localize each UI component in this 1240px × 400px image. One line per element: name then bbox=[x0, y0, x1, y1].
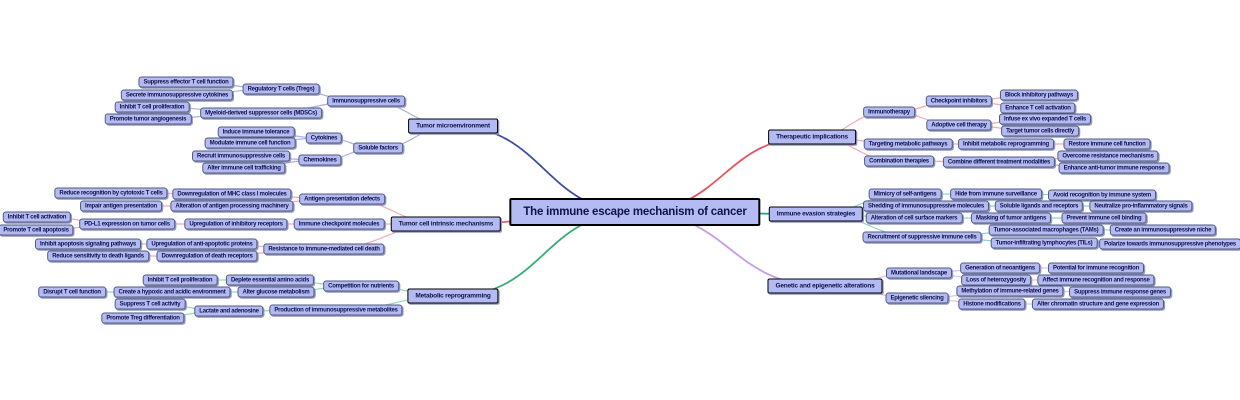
topic-node-tumor-microenvironment-14[interactable]: Alter immune cell trafficking bbox=[202, 162, 286, 174]
topic-node-tumor-microenvironment-11[interactable]: Modulate immune cell function bbox=[204, 137, 296, 149]
topic-node-therapeutic-implications-7[interactable]: Target tumor cells directly bbox=[1001, 125, 1079, 137]
topic-node-tumor-microenvironment-4[interactable]: Secrete immunosuppressive cytokines bbox=[120, 89, 234, 101]
topic-node-immune-evasion-strategies-6[interactable]: Neutralize pro-inflammatory signals bbox=[1089, 200, 1193, 212]
topic-node-therapeutic-implications-11[interactable]: Combination therapies bbox=[864, 155, 934, 167]
topic-node-immune-evasion-strategies-2[interactable]: Hide from immune surveillance bbox=[950, 188, 1042, 200]
topic-node-tumor-cell-intrinsic-mechanisms-15[interactable]: Reduce sensitivity to death ligands bbox=[47, 250, 149, 262]
topic-node-therapeutic-implications-14[interactable]: Enhance anti-tumor immune response bbox=[1058, 162, 1170, 174]
topic-node-immune-evasion-strategies-9[interactable]: Prevent immune cell binding bbox=[1061, 212, 1147, 224]
branch-node-tumor-cell-intrinsic-mechanisms[interactable]: Tumor cell intrinsic mechanisms bbox=[390, 216, 502, 232]
topic-node-tumor-cell-intrinsic-mechanisms-6[interactable]: Immune checkpoint molecules bbox=[293, 218, 385, 230]
topic-node-tumor-microenvironment-9[interactable]: Cytokines bbox=[305, 132, 343, 144]
topic-node-immune-evasion-strategies-1[interactable]: Mimicry of self-antigens bbox=[868, 188, 942, 200]
topic-node-tumor-cell-intrinsic-mechanisms-13[interactable]: Inhibit apoptosis signaling pathways bbox=[34, 238, 142, 250]
topic-node-metabolic-reprogramming-9[interactable]: Suppress T cell activity bbox=[114, 298, 186, 310]
topic-node-tumor-microenvironment-13[interactable]: Recruit immunosuppressive cells bbox=[192, 150, 290, 162]
topic-node-tumor-cell-intrinsic-mechanisms-3[interactable]: Reduce recognition by cytotoxic T cells bbox=[54, 187, 168, 199]
topic-node-tumor-microenvironment-5[interactable]: Myeloid-derived suppressor cells (MDSCs) bbox=[200, 107, 322, 119]
topic-node-metabolic-reprogramming-2[interactable]: Deplete essential amino acids bbox=[225, 274, 315, 286]
topic-node-tumor-cell-intrinsic-mechanisms-14[interactable]: Downregulation of death receptors bbox=[156, 250, 258, 262]
topic-node-tumor-cell-intrinsic-mechanisms-12[interactable]: Upregulation of anti-apoptotic proteins bbox=[146, 238, 258, 250]
topic-node-genetic-and-epigenetic-alterations-4[interactable]: Loss of heterozygosity bbox=[961, 274, 1031, 286]
topic-node-tumor-microenvironment-1[interactable]: Immunosuppressive cells bbox=[327, 95, 405, 107]
topic-node-tumor-cell-intrinsic-mechanisms-9[interactable]: Inhibit T cell activation bbox=[2, 211, 72, 223]
topic-node-tumor-cell-intrinsic-mechanisms-4[interactable]: Alteration of antigen processing machine… bbox=[170, 200, 294, 212]
topic-node-metabolic-reprogramming-6[interactable]: Disrupt T cell function bbox=[38, 286, 106, 298]
topic-node-genetic-and-epigenetic-alterations-8[interactable]: Suppress immune response genes bbox=[1069, 286, 1171, 298]
topic-node-therapeutic-implications-2[interactable]: Checkpoint inhibitors bbox=[925, 95, 993, 107]
topic-node-therapeutic-implications-3[interactable]: Block inhibitory pathways bbox=[999, 89, 1079, 101]
topic-node-immune-evasion-strategies-3[interactable]: Avoid recognition by immune system bbox=[1048, 189, 1156, 201]
branch-node-tumor-microenvironment[interactable]: Tumor microenvironment bbox=[408, 118, 498, 134]
topic-node-metabolic-reprogramming-3[interactable]: Inhibit T cell proliferation bbox=[142, 274, 218, 286]
topic-node-therapeutic-implications-1[interactable]: Immunotherapy bbox=[863, 106, 915, 118]
topic-node-tumor-cell-intrinsic-mechanisms-5[interactable]: Impair antigen presentation bbox=[80, 200, 162, 212]
topic-node-therapeutic-implications-10[interactable]: Restore immune cell function bbox=[1063, 138, 1151, 150]
topic-node-metabolic-reprogramming-5[interactable]: Create a hypoxic and acidic environment bbox=[113, 286, 231, 298]
topic-node-genetic-and-epigenetic-alterations-10[interactable]: Alter chromatin structure and gene expre… bbox=[1031, 298, 1165, 310]
topic-node-therapeutic-implications-13[interactable]: Overcome resistance mechanisms bbox=[1057, 150, 1159, 162]
topic-node-genetic-and-epigenetic-alterations-9[interactable]: Histone modifications bbox=[958, 298, 1026, 310]
topic-node-tumor-cell-intrinsic-mechanisms-8[interactable]: PD-L1 expression on tumor cells bbox=[79, 218, 175, 230]
topic-node-therapeutic-implications-5[interactable]: Adoptive cell therapy bbox=[926, 119, 992, 131]
topic-node-tumor-cell-intrinsic-mechanisms-7[interactable]: Upregulation of inhibitory receptors bbox=[184, 218, 288, 230]
topic-node-immune-evasion-strategies-8[interactable]: Masking of tumor antigens bbox=[970, 212, 1052, 224]
topic-node-tumor-microenvironment-8[interactable]: Soluble factors bbox=[353, 142, 403, 154]
topic-node-genetic-and-epigenetic-alterations-1[interactable]: Mutational landscape bbox=[885, 267, 953, 279]
topic-node-genetic-and-epigenetic-alterations-6[interactable]: Epigenetic silencing bbox=[885, 292, 949, 304]
topic-node-tumor-microenvironment-3[interactable]: Suppress effector T cell function bbox=[138, 76, 234, 88]
topic-node-therapeutic-implications-8[interactable]: Targeting metabolic pathways bbox=[863, 138, 953, 150]
topic-node-tumor-microenvironment-6[interactable]: Inhibit T cell proliferation bbox=[114, 101, 190, 113]
topic-node-immune-evasion-strategies-12[interactable]: Create an immunosuppressive niche bbox=[1109, 224, 1217, 236]
topic-node-metabolic-reprogramming-10[interactable]: Promote Treg differentiation bbox=[101, 312, 185, 324]
topic-node-metabolic-reprogramming-4[interactable]: Alter glucose metabolism bbox=[237, 286, 315, 298]
branch-node-genetic-and-epigenetic-alterations[interactable]: Genetic and epigenetic alterations bbox=[767, 278, 883, 294]
topic-node-genetic-and-epigenetic-alterations-3[interactable]: Potential for immune recognition bbox=[1047, 262, 1145, 274]
topic-node-tumor-cell-intrinsic-mechanisms-1[interactable]: Antigen presentation defects bbox=[299, 193, 385, 205]
topic-node-metabolic-reprogramming-1[interactable]: Competition for nutrients bbox=[323, 280, 399, 292]
topic-node-genetic-and-epigenetic-alterations-2[interactable]: Generation of neoantigens bbox=[960, 262, 1040, 274]
topic-node-genetic-and-epigenetic-alterations-5[interactable]: Affect immune recognition and response bbox=[1037, 274, 1155, 286]
topic-node-therapeutic-implications-4[interactable]: Enhance T cell activation bbox=[1000, 102, 1076, 114]
topic-node-metabolic-reprogramming-7[interactable]: Production of immunosuppressive metaboli… bbox=[269, 304, 403, 316]
topic-node-metabolic-reprogramming-8[interactable]: Lactate and adenosine bbox=[194, 305, 264, 317]
topic-node-immune-evasion-strategies-4[interactable]: Shedding of immunosuppressive molecules bbox=[863, 200, 989, 212]
branch-node-metabolic-reprogramming[interactable]: Metabolic reprogramming bbox=[407, 288, 499, 304]
topic-node-immune-evasion-strategies-14[interactable]: Polarize towards immunosuppressive pheno… bbox=[1099, 238, 1240, 250]
branch-node-immune-evasion-strategies[interactable]: Immune evasion strategies bbox=[768, 206, 864, 222]
topic-node-tumor-cell-intrinsic-mechanisms-10[interactable]: Promote T cell apoptosis bbox=[0, 224, 74, 236]
central-topic-node[interactable]: The immune escape mechanism of cancer bbox=[509, 198, 761, 226]
topic-node-tumor-microenvironment-10[interactable]: Induce immune tolerance bbox=[217, 126, 295, 138]
topic-node-therapeutic-implications-6[interactable]: Infuse ex vivo expanded T cells bbox=[999, 113, 1091, 125]
topic-node-immune-evasion-strategies-5[interactable]: Soluble ligands and receptors bbox=[994, 200, 1084, 212]
topic-node-tumor-microenvironment-7[interactable]: Promote tumor angiogenesis bbox=[104, 113, 192, 125]
topic-node-therapeutic-implications-12[interactable]: Combine different treatment modalities bbox=[942, 156, 1056, 168]
topic-node-tumor-microenvironment-12[interactable]: Chemokines bbox=[298, 154, 342, 166]
topic-node-tumor-cell-intrinsic-mechanisms-11[interactable]: Resistance to immune-mediated cell death bbox=[263, 243, 385, 255]
topic-node-immune-evasion-strategies-7[interactable]: Alteration of cell surface markers bbox=[865, 212, 963, 224]
branch-node-therapeutic-implications[interactable]: Therapeutic implications bbox=[768, 129, 856, 145]
topic-node-genetic-and-epigenetic-alterations-7[interactable]: Methylation of immune-related genes bbox=[956, 285, 1064, 297]
topic-node-immune-evasion-strategies-10[interactable]: Recruitment of suppressive immune cells bbox=[862, 231, 982, 243]
topic-node-tumor-cell-intrinsic-mechanisms-2[interactable]: Downregulation of MHC class I molecules bbox=[172, 188, 292, 200]
topic-node-immune-evasion-strategies-13[interactable]: Tumor-infiltrating lymphocytes (TILs) bbox=[990, 237, 1098, 249]
topic-node-tumor-microenvironment-2[interactable]: Regulatory T cells (Tregs) bbox=[242, 83, 320, 95]
topic-node-immune-evasion-strategies-11[interactable]: Tumor-associated macrophages (TAMs) bbox=[988, 224, 1104, 236]
topic-node-therapeutic-implications-9[interactable]: Inhibit metabolic reprogramming bbox=[958, 138, 1054, 150]
